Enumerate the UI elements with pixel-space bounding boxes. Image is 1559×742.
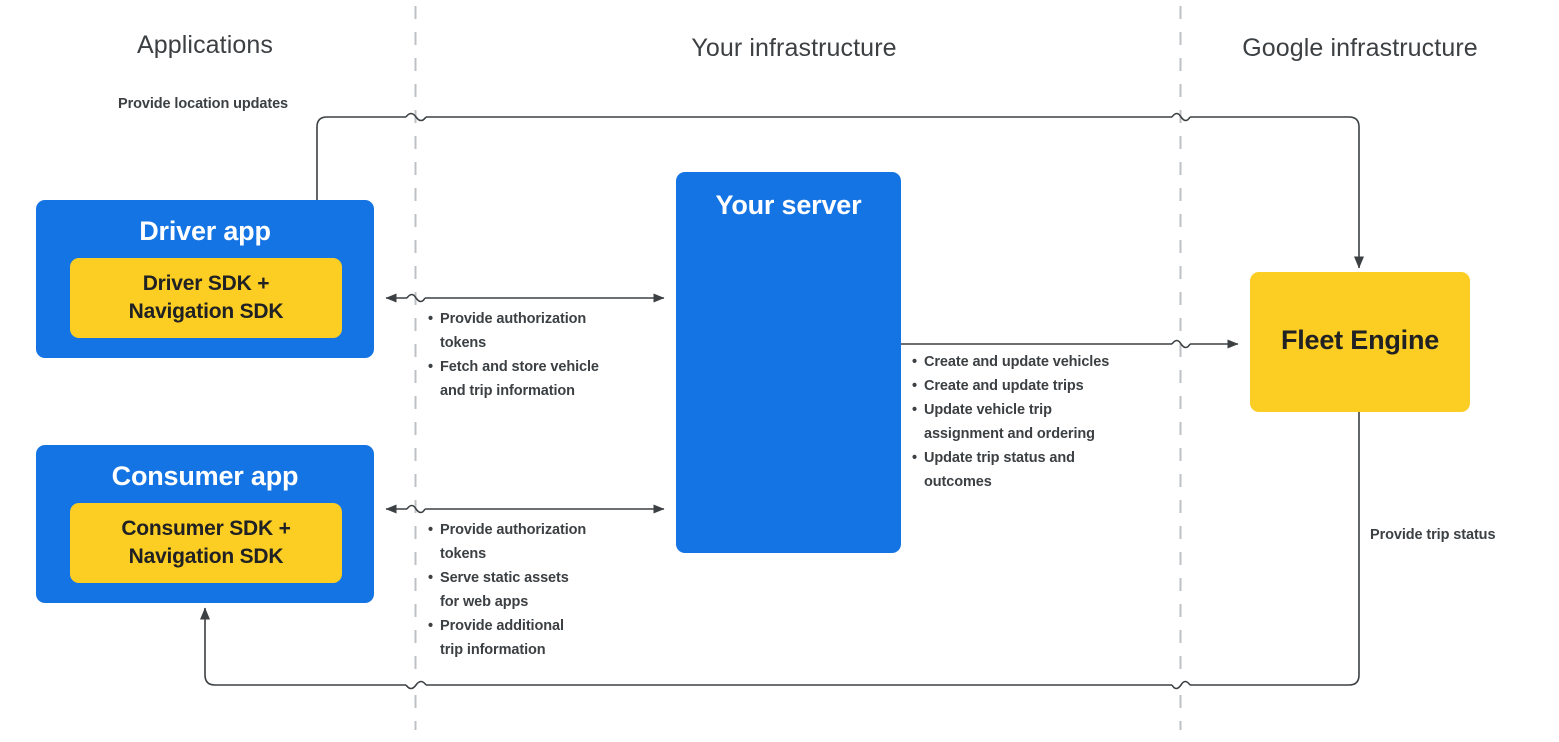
list-item-line2: tokens (440, 335, 487, 351)
edge-list-server-fleetengine-duties: Create and update vehicles Create and up… (912, 350, 1172, 494)
list-item: Fetch and store vehicle and trip informa… (428, 355, 663, 403)
node-driver-app-title: Driver app (139, 216, 271, 246)
list-item-line2: for web apps (440, 594, 529, 610)
list-item-line1: Provide authorization (440, 311, 587, 327)
edge-list-driver-server-duties: Provide authorization tokens Fetch and s… (428, 307, 663, 403)
list-item-line2: trip information (440, 642, 546, 658)
list-item-line2: tokens (440, 546, 487, 562)
column-header-your-infrastructure: Your infrastructure (691, 34, 897, 62)
edge-label-provide-location-updates: Provide location updates (118, 96, 289, 112)
list-item-line2: assignment and ordering (924, 426, 1095, 442)
edge-label-provide-trip-status: Provide trip status (1370, 527, 1496, 543)
node-consumer-app[interactable]: Consumer app Consumer SDK + Navigation S… (36, 445, 374, 603)
node-driver-sdk-line2: Navigation SDK (128, 300, 284, 323)
edge-list-consumer-server-duties: Provide authorization tokens Serve stati… (428, 518, 663, 662)
node-driver-sdk-line1: Driver SDK + (142, 272, 270, 295)
list-item-line2: outcomes (924, 474, 992, 490)
list-item-line1: Serve static assets (440, 570, 569, 586)
list-item: Create and update trips (912, 374, 1172, 398)
list-item-line1: Create and update vehicles (924, 354, 1110, 370)
list-item: Update vehicle trip assignment and order… (912, 398, 1172, 446)
node-your-server[interactable]: Your server (676, 172, 901, 553)
list-item: Serve static assets for web apps (428, 566, 663, 614)
column-header-google-infrastructure: Google infrastructure (1242, 34, 1478, 62)
edge-consumer-app-your-server (385, 504, 665, 514)
node-consumer-sdk-line2: Navigation SDK (128, 545, 284, 568)
list-item: Update trip status and outcomes (912, 446, 1172, 494)
list-item-line1: Fetch and store vehicle (440, 359, 599, 375)
list-item-line1: Update trip status and (924, 450, 1075, 466)
node-consumer-sdk[interactable]: Consumer SDK + Navigation SDK (70, 503, 342, 583)
node-fleet-engine[interactable]: Fleet Engine (1250, 272, 1470, 412)
list-item: Provide authorization tokens (428, 307, 663, 355)
column-header-applications: Applications (136, 31, 274, 59)
list-item-line1: Create and update trips (924, 378, 1084, 394)
list-item-line1: Provide additional (440, 618, 564, 634)
node-consumer-sdk-line1: Consumer SDK + (121, 517, 291, 540)
node-consumer-app-title: Consumer app (111, 461, 299, 491)
edge-your-server-fleet-engine (901, 339, 1239, 349)
node-driver-app[interactable]: Driver app Driver SDK + Navigation SDK (36, 200, 374, 358)
list-item-line1: Update vehicle trip (924, 402, 1052, 418)
list-item-line1: Provide authorization (440, 522, 587, 538)
list-item: Create and update vehicles (912, 350, 1172, 374)
list-item-line2: and trip information (440, 383, 575, 399)
node-your-server-title: Your server (715, 190, 862, 220)
list-item: Provide authorization tokens (428, 518, 663, 566)
list-item: Provide additional trip information (428, 614, 663, 662)
edge-driver-app-your-server (385, 293, 665, 303)
node-fleet-engine-title: Fleet Engine (1280, 325, 1440, 355)
node-driver-sdk[interactable]: Driver SDK + Navigation SDK (70, 258, 342, 338)
